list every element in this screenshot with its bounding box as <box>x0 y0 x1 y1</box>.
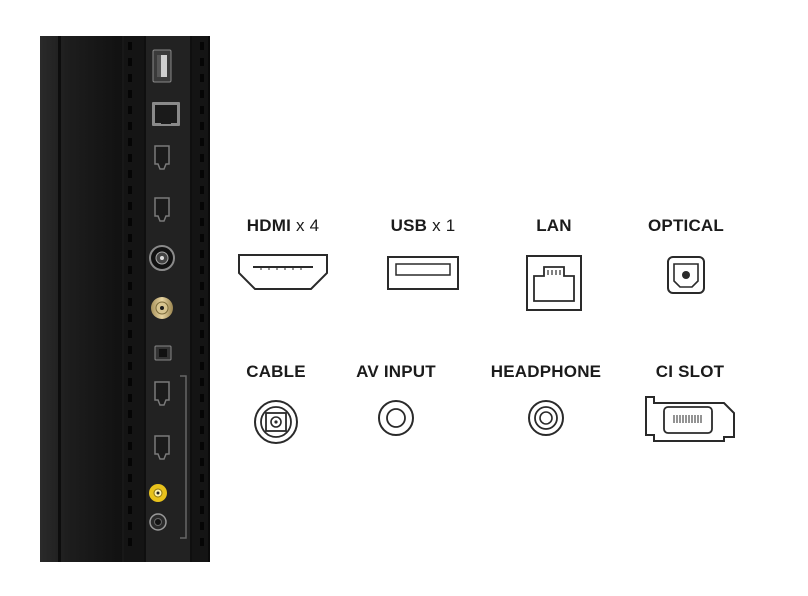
port-name: CABLE <box>246 362 306 381</box>
tv-side-panel <box>40 36 210 562</box>
port-headphone: HEADPHONE <box>476 362 616 382</box>
port-name: HEADPHONE <box>490 362 602 381</box>
ci-slot-icon <box>620 393 760 445</box>
port-label: LAN <box>484 216 624 236</box>
port-name: LAN <box>536 216 572 235</box>
port-ci-slot: CI SLOT <box>620 362 760 382</box>
tv-back-panel-image <box>40 36 210 562</box>
lan-port-icon <box>484 254 624 312</box>
port-usb: USB x 1 <box>353 216 493 236</box>
port-label: OPTICAL <box>616 216 756 236</box>
port-name: USB <box>390 216 428 235</box>
port-label: USB x 1 <box>353 216 493 236</box>
usb-port-icon <box>353 255 493 291</box>
port-label: CI SLOT <box>620 362 760 382</box>
port-av-input: AV INPUT <box>326 362 466 382</box>
port-multiplier: x 4 <box>295 216 320 235</box>
port-hdmi: HDMI x 4 <box>213 216 353 236</box>
port-lan: LAN <box>484 216 624 236</box>
port-optical: OPTICAL <box>616 216 756 236</box>
port-label: HDMI x 4 <box>213 216 353 236</box>
port-name: HDMI <box>246 216 292 235</box>
optical-port-icon <box>616 255 756 295</box>
port-name: CI SLOT <box>655 362 725 381</box>
port-multiplier: x 1 <box>432 216 456 235</box>
av-input-port-icon <box>326 398 466 438</box>
hdmi-port-icon <box>213 253 353 291</box>
headphone-port-icon <box>476 398 616 438</box>
port-label: CABLE <box>206 362 346 382</box>
cable-port-icon <box>206 399 346 445</box>
port-label: AV INPUT <box>326 362 466 382</box>
port-label: HEADPHONE <box>476 362 616 382</box>
port-cable: CABLE <box>206 362 346 382</box>
port-name: OPTICAL <box>647 216 724 235</box>
port-name: AV INPUT <box>356 362 436 381</box>
